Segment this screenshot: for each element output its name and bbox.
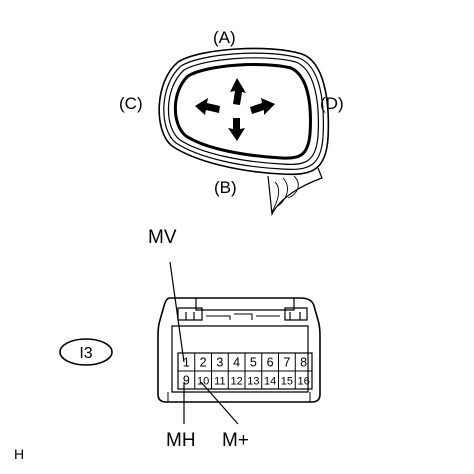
connector-lock bbox=[195, 298, 295, 311]
mirror-housing-outer bbox=[158, 47, 330, 176]
connector-id: I3 bbox=[79, 345, 92, 362]
connector-id-oval bbox=[59, 338, 113, 366]
mirror-housing-mid bbox=[163, 52, 324, 170]
pin-label-13: 13 bbox=[247, 376, 259, 388]
mirror-stay bbox=[267, 167, 323, 217]
pin-label-12: 12 bbox=[231, 376, 243, 388]
corner-mark: H bbox=[14, 446, 24, 462]
pin-label-5: 5 bbox=[250, 356, 257, 370]
pin-label-2: 2 bbox=[200, 356, 207, 370]
arrow-left-icon bbox=[195, 98, 220, 115]
pin-label-14: 14 bbox=[264, 376, 276, 388]
mirror-housing-inner bbox=[167, 57, 319, 166]
label-direction-b: (B) bbox=[214, 178, 237, 197]
pin-label-4: 4 bbox=[233, 356, 240, 370]
wire-label-m-plus: M+ bbox=[222, 430, 249, 451]
pin-label-11: 11 bbox=[214, 376, 225, 388]
pin-label-7: 7 bbox=[283, 356, 290, 370]
mirror-direction-arrows bbox=[195, 78, 275, 141]
pin-label-15: 15 bbox=[281, 376, 293, 388]
connector-cavity bbox=[171, 325, 309, 393]
wire-label-mv: MV bbox=[148, 227, 177, 248]
wire-leaders bbox=[169, 261, 239, 425]
mirror-glass bbox=[173, 63, 312, 160]
pin-label-9: 9 bbox=[183, 374, 190, 388]
label-direction-a: (A) bbox=[213, 28, 236, 47]
pin-label-10: 10 bbox=[197, 376, 209, 388]
pin-label-1: 1 bbox=[183, 356, 190, 370]
connector-housing bbox=[157, 297, 321, 403]
pin-label-16: 16 bbox=[298, 376, 310, 388]
label-direction-d: (D) bbox=[320, 94, 344, 113]
pin-label-3: 3 bbox=[216, 356, 223, 370]
connector-i3 bbox=[157, 297, 321, 403]
arrow-down-icon bbox=[228, 118, 245, 141]
leader-mv bbox=[169, 261, 185, 363]
wire-label-mh: MH bbox=[166, 430, 196, 451]
arrow-up-icon bbox=[230, 78, 246, 105]
leader-m-plus bbox=[200, 381, 239, 425]
arrow-right-icon bbox=[250, 98, 275, 115]
label-direction-c: (C) bbox=[119, 94, 143, 113]
outside-mirror bbox=[158, 47, 330, 217]
pin-label-8: 8 bbox=[300, 356, 307, 370]
pin-label-6: 6 bbox=[267, 356, 274, 370]
